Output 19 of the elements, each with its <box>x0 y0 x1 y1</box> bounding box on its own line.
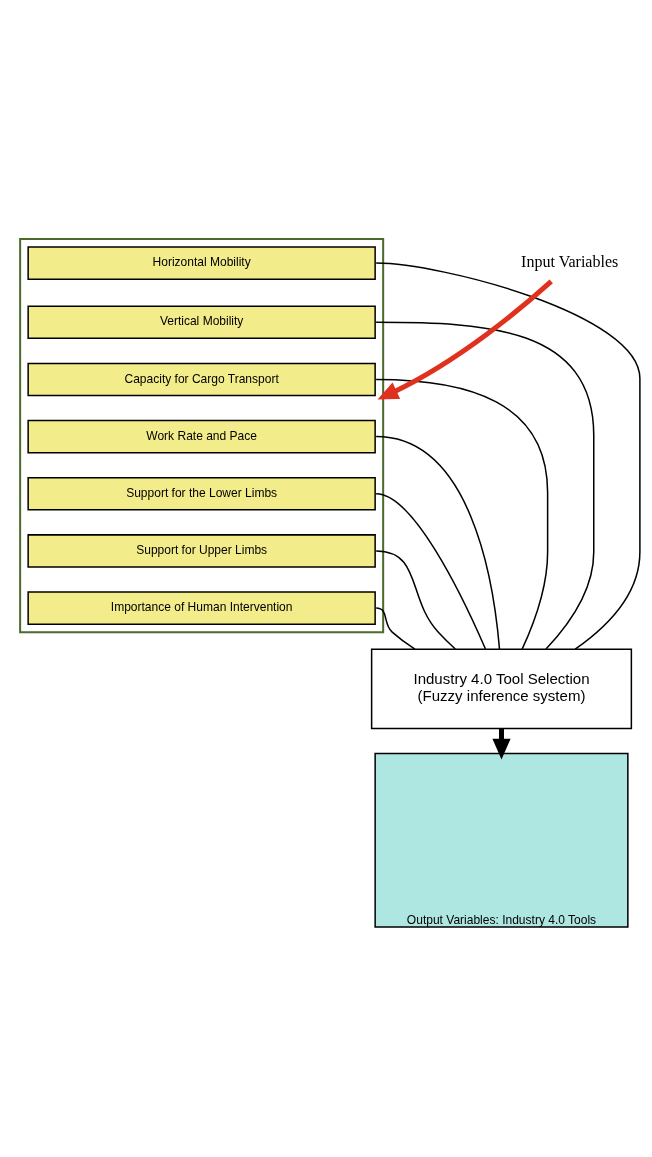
connector <box>375 549 457 650</box>
connector <box>375 492 487 650</box>
node-box: Importance of Human Intervention <box>27 590 376 625</box>
node-box: Output Variables: Industry 4.0 Tools <box>374 752 629 928</box>
cluster <box>19 237 385 633</box>
node-text: Input Variables <box>521 252 619 270</box>
connector <box>375 321 595 650</box>
connector <box>375 606 416 650</box>
node-box: Support for the Lower Limbs <box>27 476 376 511</box>
connector <box>375 261 641 650</box>
node-box: Capacity for Cargo Transport <box>27 362 376 396</box>
arrow <box>377 278 553 399</box>
connector <box>375 435 501 650</box>
node-box: Vertical Mobility <box>27 305 376 339</box>
connector <box>375 378 549 650</box>
node-box: Horizontal Mobility <box>27 245 376 280</box>
node-box: Support for Upper Limbs <box>27 533 376 568</box>
node-box: Work Rate and Pace <box>27 419 376 453</box>
node-box: Industry 4.0 Tool Selection (Fuzzy inference system) <box>370 647 633 729</box>
